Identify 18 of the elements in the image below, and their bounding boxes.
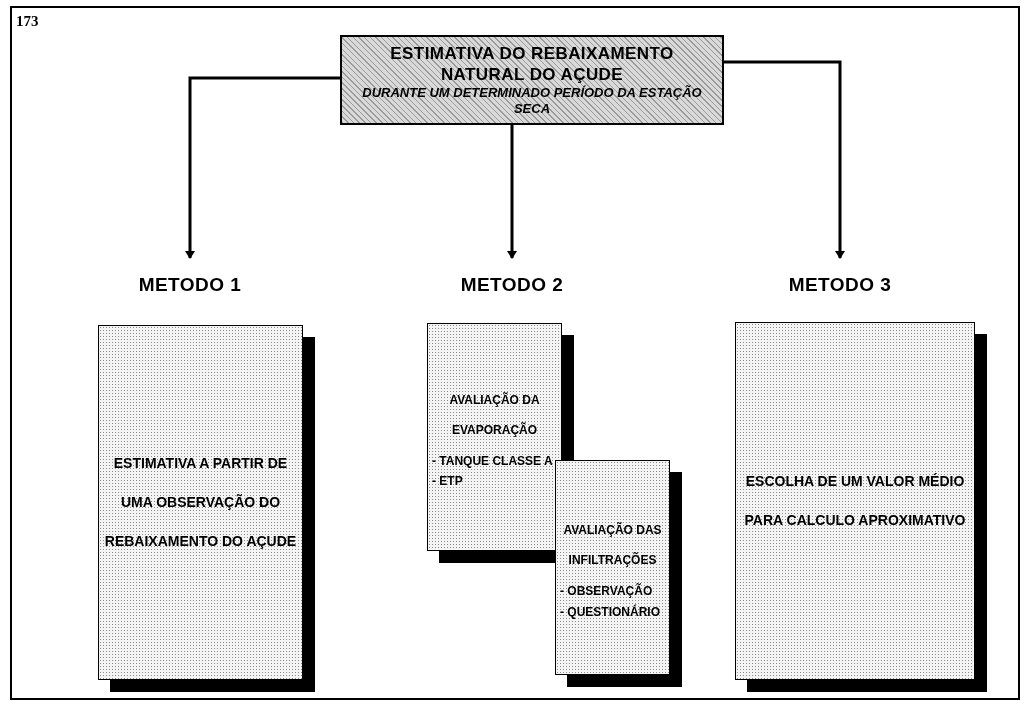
card-heading: AVALIAÇÃO DA EVAPORAÇÃO — [448, 391, 541, 439]
title-box — [340, 35, 724, 125]
card-text: ESTIMATIVA A PARTIR DE UMA OBSERVAÇÃO DO REBAIXAMENTO DO AÇUDE — [103, 453, 298, 552]
list-item: - ETP — [432, 473, 464, 490]
arrow — [185, 76, 340, 259]
arrow — [724, 60, 845, 259]
card-text: ESCOLHA DE UM VALOR MÉDIO PARA CALCULO APROXIMATIVO — [743, 471, 967, 530]
method-heading: METODO 3 — [760, 270, 920, 300]
method-heading: METODO 1 — [110, 270, 270, 300]
list-item: - QUESTIONÁRIO — [560, 603, 661, 620]
subtitle-text: DURANTE UM DETERMINADO PERÍODO DA ESTAÇÃO SECA — [361, 85, 703, 118]
arrow — [507, 125, 517, 259]
title-text: ESTIMATIVA DO REBAIXAMENTO NATURAL DO AÇUDE — [389, 42, 675, 85]
page-number: 173 — [16, 12, 39, 31]
list-item: - TANQUE CLASSE A — [432, 452, 554, 469]
method-heading: METODO 2 — [432, 270, 592, 300]
list-item: - OBSERVAÇÃO — [560, 583, 654, 600]
card-heading: AVALIAÇÃO DAS INFILTRAÇÕES — [562, 521, 663, 569]
